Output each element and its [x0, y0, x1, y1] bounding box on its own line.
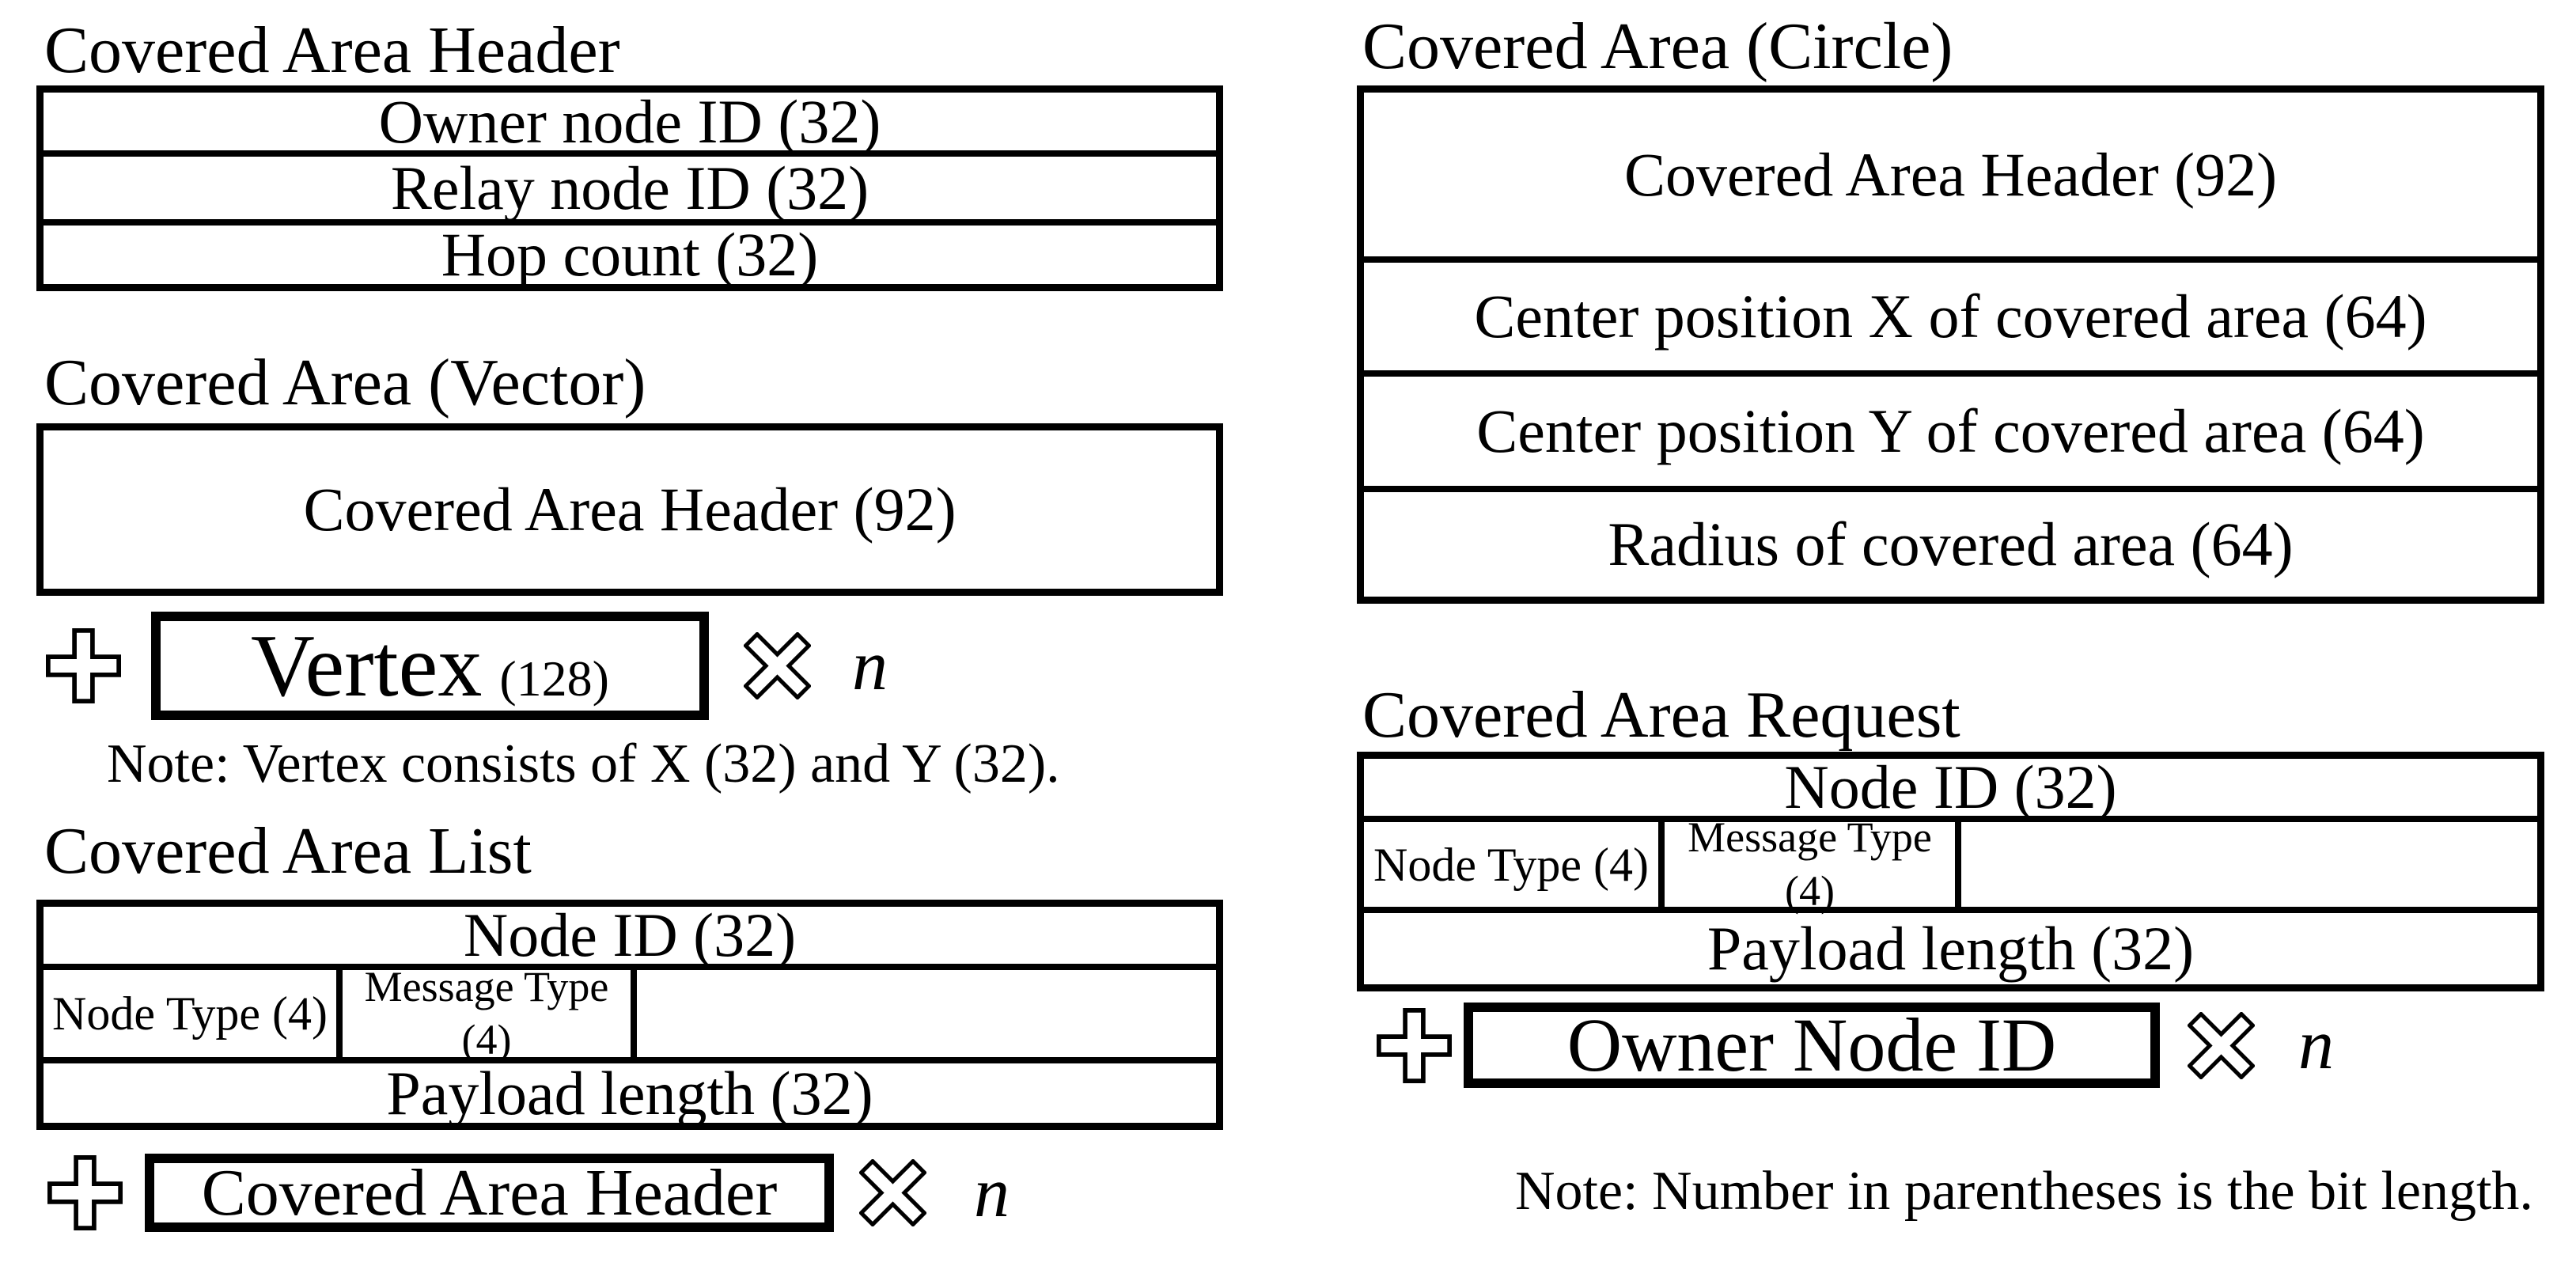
field-row-payload-length: Payload length (32)	[1364, 907, 2537, 984]
message-type-text: Message Type (4)	[365, 961, 609, 1067]
field-row-relay-node-id: Relay node ID (32)	[44, 150, 1216, 219]
field-row-types: Node Type (4) Message Type (4)	[1364, 813, 2537, 915]
section-title-covered-area-list: Covered Area List	[44, 814, 532, 888]
covered-area-request-table: Node ID (32) Node Type (4) Message Type …	[1357, 752, 2544, 991]
field-row-node-id: Node ID (32)	[463, 900, 797, 969]
section-title-covered-area-vector: Covered Area (Vector)	[44, 346, 646, 419]
bit-length-note: Note: Number in parentheses is the bit l…	[1515, 1161, 2533, 1222]
field-row-payload-length: Payload length (32)	[44, 1057, 1216, 1124]
section-title-covered-area-header: Covered Area Header	[44, 13, 620, 87]
field-row-covered-area-header-92: Covered Area Header (92)	[1623, 139, 2278, 209]
field-row-types: Node Type (4) Message Type (4)	[44, 963, 1216, 1063]
field-row-node-id: Node ID (32)	[1784, 752, 2117, 821]
plus-icon	[1377, 1007, 1452, 1083]
field-cell-node-type: Node Type (4)	[1364, 822, 1665, 907]
field-row-center-y: Center position Y of covered area (64)	[1364, 370, 2537, 486]
section-title-covered-area-request: Covered Area Request	[1362, 678, 1960, 752]
vertex-box: Vertex (128)	[151, 612, 709, 720]
section-title-covered-area-circle: Covered Area (Circle)	[1362, 9, 1953, 83]
field-row-radius: Radius of covered area (64)	[1364, 486, 2537, 597]
covered-area-vector-table: Covered Area Header (92)	[36, 423, 1223, 596]
vertex-repeat-row: Vertex (128) n	[46, 612, 888, 720]
field-row-hop-count: Hop count (32)	[44, 219, 1216, 286]
multiply-icon	[2188, 1011, 2255, 1079]
field-row-center-x: Center position X of covered area (64)	[1364, 256, 2537, 370]
owner-node-id-repeat-box: Owner Node ID	[1464, 1003, 2160, 1088]
vertex-bit-length: (128)	[499, 650, 609, 707]
covered-area-header-repeat-row: Covered Area Header n	[47, 1154, 1010, 1232]
message-type-line2: (4)	[1785, 866, 1835, 915]
message-type-line1: Message Type	[1688, 813, 1932, 861]
plus-icon	[47, 1155, 123, 1230]
multiply-icon	[744, 632, 811, 699]
repeat-count: n	[2298, 1006, 2334, 1084]
vertex-label: Vertex	[251, 616, 483, 715]
owner-node-id-repeat-row: Owner Node ID n	[1377, 1003, 2334, 1088]
covered-area-list-table: Node ID (32) Node Type (4) Message Type …	[36, 900, 1223, 1130]
message-type-text: Message Type (4)	[1688, 811, 1932, 918]
field-row-covered-area-header-92: Covered Area Header (92)	[303, 475, 957, 544]
repeat-count: n	[974, 1153, 1010, 1232]
message-type-line2: (4)	[461, 1016, 512, 1063]
plus-icon	[46, 628, 121, 703]
field-cell-message-type: Message Type (4)	[343, 963, 637, 1063]
covered-area-circle-table: Covered Area Header (92) Center position…	[1357, 85, 2544, 604]
field-cell-empty	[637, 970, 1216, 1057]
field-row-owner-node-id: Owner node ID (32)	[378, 86, 881, 156]
field-cell-node-type: Node Type (4)	[44, 970, 343, 1057]
covered-area-header-table: Owner node ID (32) Relay node ID (32) Ho…	[36, 85, 1223, 291]
field-cell-empty	[1961, 822, 2537, 907]
vertex-note: Note: Vertex consists of X (32) and Y (3…	[107, 733, 1060, 794]
repeat-count: n	[852, 626, 888, 705]
covered-area-header-repeat-box: Covered Area Header	[145, 1154, 834, 1232]
message-type-line1: Message Type	[364, 962, 609, 1010]
field-cell-message-type: Message Type (4)	[1665, 813, 1961, 915]
multiply-icon	[859, 1159, 926, 1226]
